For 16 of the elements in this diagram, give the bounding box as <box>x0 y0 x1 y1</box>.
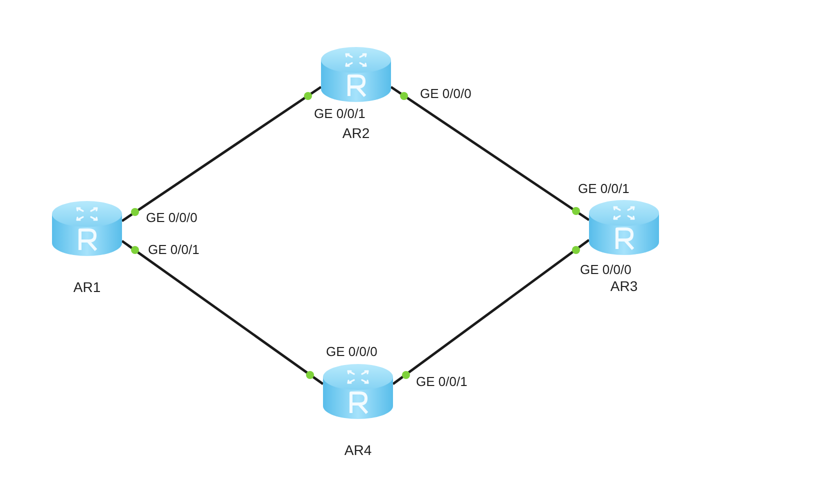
router-name: AR3 <box>610 278 638 294</box>
port-label: GE 0/0/0 <box>326 344 378 359</box>
connection-line <box>390 86 590 222</box>
connection-line <box>121 86 322 222</box>
port-label: GE 0/0/0 <box>146 210 198 225</box>
router-name: AR2 <box>342 125 370 141</box>
connection-line <box>121 240 324 386</box>
port-label: GE 0/0/1 <box>148 242 200 257</box>
port-label: GE 0/0/0 <box>580 262 632 277</box>
router-name: AR1 <box>73 279 101 295</box>
router-name: AR4 <box>344 442 372 458</box>
port-label: GE 0/0/0 <box>420 86 472 101</box>
port-label: GE 0/0/1 <box>416 374 468 389</box>
port-label: GE 0/0/1 <box>314 106 366 121</box>
port-label: GE 0/0/1 <box>578 181 630 196</box>
connection-line <box>392 239 590 385</box>
